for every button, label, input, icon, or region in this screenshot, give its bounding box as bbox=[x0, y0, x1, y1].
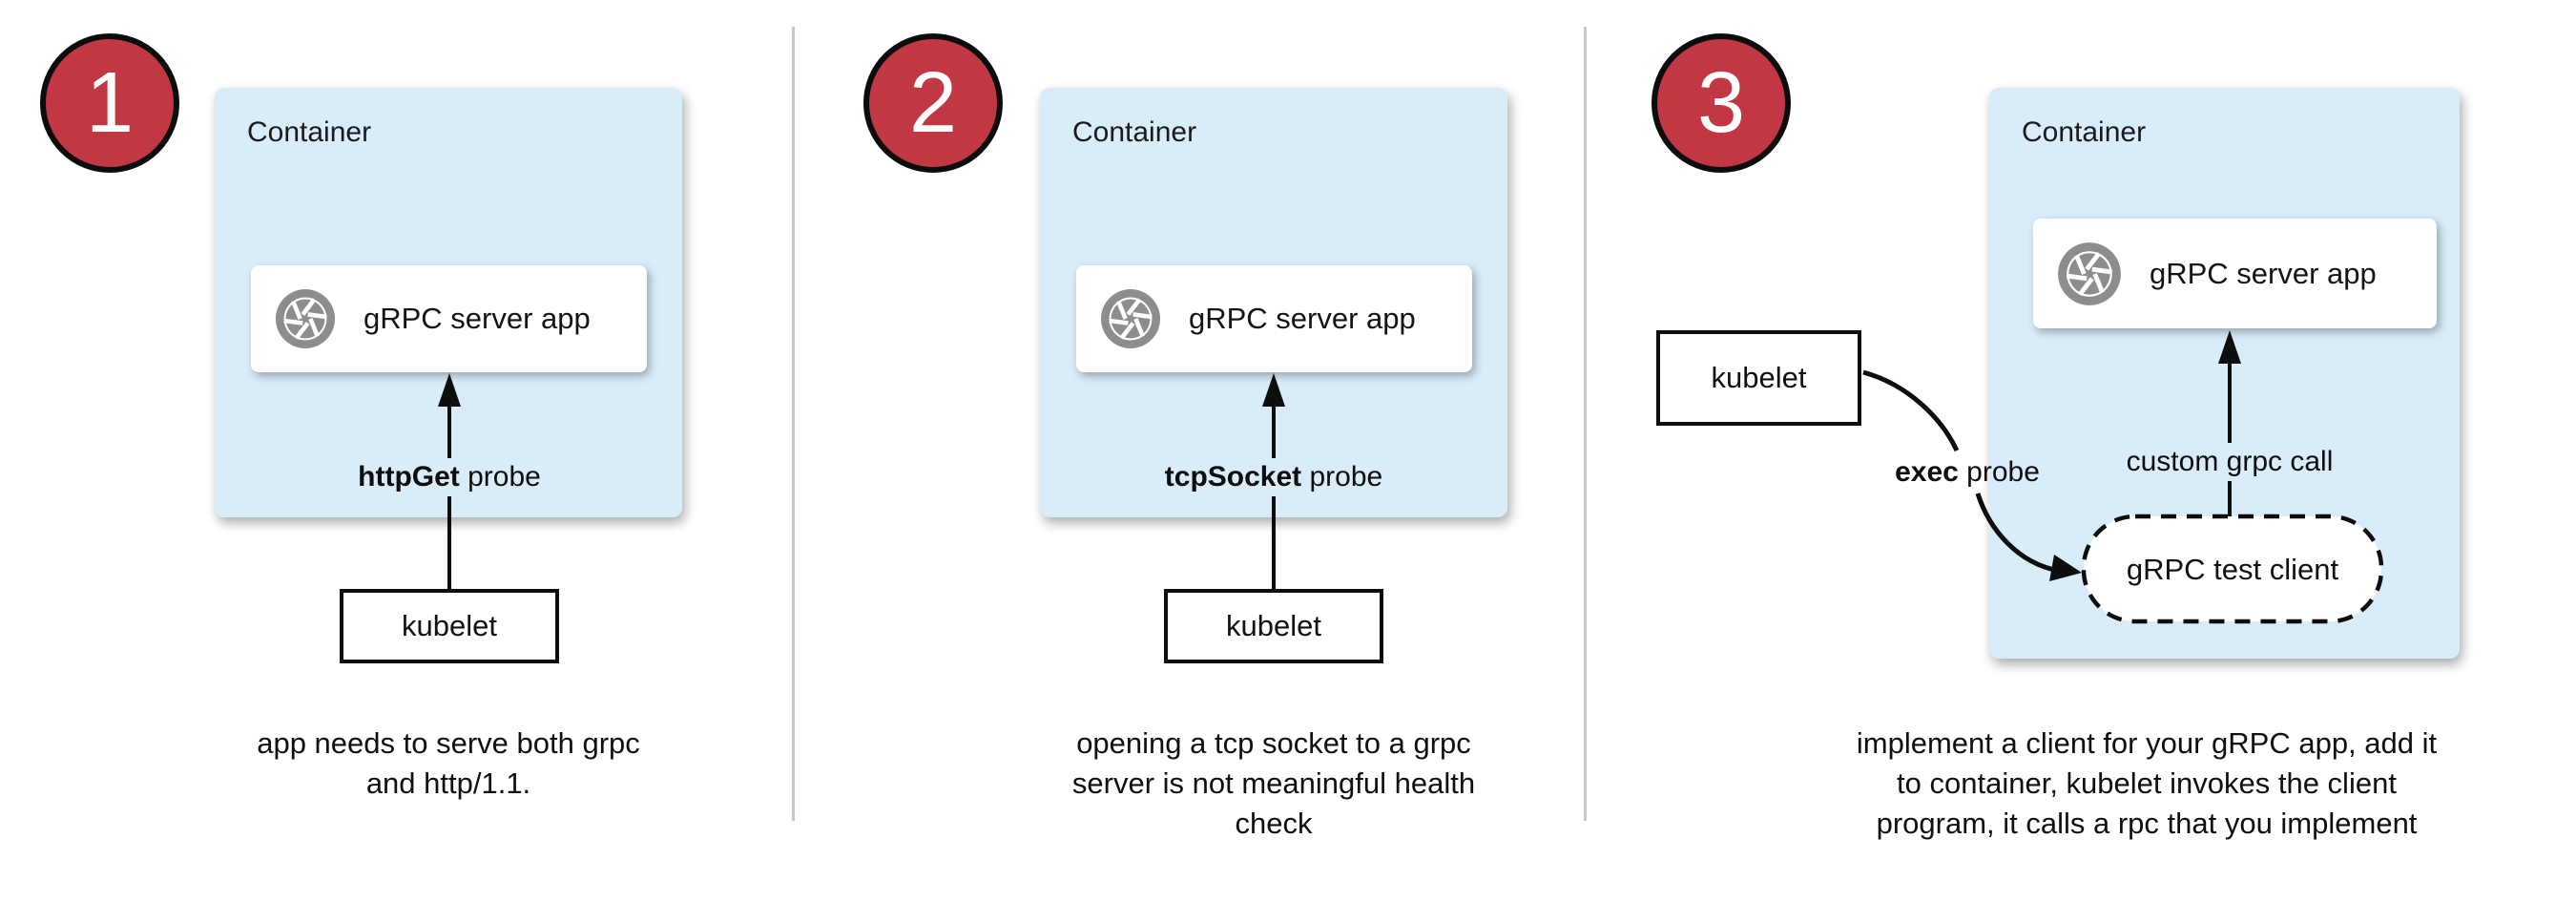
aperture-icon bbox=[275, 288, 336, 349]
kubelet-box-3: kubelet bbox=[1656, 330, 1861, 426]
probe-suffix: probe bbox=[1958, 456, 2040, 488]
probe-label-3: exec probe bbox=[1891, 453, 2044, 492]
grpc-server-app-box-3: gRPC server app bbox=[2033, 219, 2437, 328]
kubelet-label: kubelet bbox=[1711, 361, 1807, 394]
step-number: 3 bbox=[1696, 55, 1746, 151]
panel-divider-1 bbox=[792, 27, 795, 821]
panel-divider-2 bbox=[1584, 27, 1587, 821]
container-label: Container bbox=[1072, 116, 1197, 148]
exec-probe-curve-upper bbox=[1862, 369, 1960, 452]
step-number: 1 bbox=[85, 55, 135, 151]
probe-keyword: exec bbox=[1895, 456, 1959, 488]
probe-keyword: httpGet bbox=[358, 461, 460, 493]
kubelet-box-2: kubelet bbox=[1164, 589, 1383, 663]
custom-grpc-call-label: custom grpc call bbox=[2116, 443, 2343, 481]
aperture-icon bbox=[1100, 288, 1161, 349]
caption-panel-3: implement a client for your gRPC app, ad… bbox=[1856, 726, 2438, 840]
kubelet-label: kubelet bbox=[402, 609, 497, 642]
container-label: Container bbox=[247, 116, 372, 148]
probe-keyword: tcpSocket bbox=[1164, 461, 1302, 493]
app-label: gRPC server app bbox=[2150, 256, 2377, 290]
probe-label-1: httpGet probe bbox=[348, 458, 551, 496]
step-badge-1: 1 bbox=[40, 33, 179, 173]
caption-panel-1: app needs to serve both grpc and http/1.… bbox=[257, 726, 640, 800]
container-label: Container bbox=[2022, 116, 2147, 148]
app-label: gRPC server app bbox=[364, 302, 591, 335]
probe-label-2: tcpSocket probe bbox=[1154, 458, 1393, 496]
app-label: gRPC server app bbox=[1189, 302, 1416, 335]
kubelet-label: kubelet bbox=[1226, 609, 1321, 642]
probe-suffix: probe bbox=[1301, 461, 1383, 493]
grpc-test-client-label: gRPC test client bbox=[2126, 553, 2339, 586]
probe-suffix: probe bbox=[459, 461, 541, 493]
kubelet-box-1: kubelet bbox=[340, 589, 559, 663]
aperture-icon bbox=[2058, 241, 2121, 305]
step-number: 2 bbox=[908, 55, 958, 151]
grpc-server-app-box-2: gRPC server app bbox=[1076, 265, 1472, 372]
grpc-server-app-box-1: gRPC server app bbox=[251, 265, 647, 372]
step-badge-2: 2 bbox=[863, 33, 1003, 173]
caption-panel-2: opening a tcp socket to a grpc server is… bbox=[1071, 726, 1476, 840]
step-badge-3: 3 bbox=[1652, 33, 1791, 173]
